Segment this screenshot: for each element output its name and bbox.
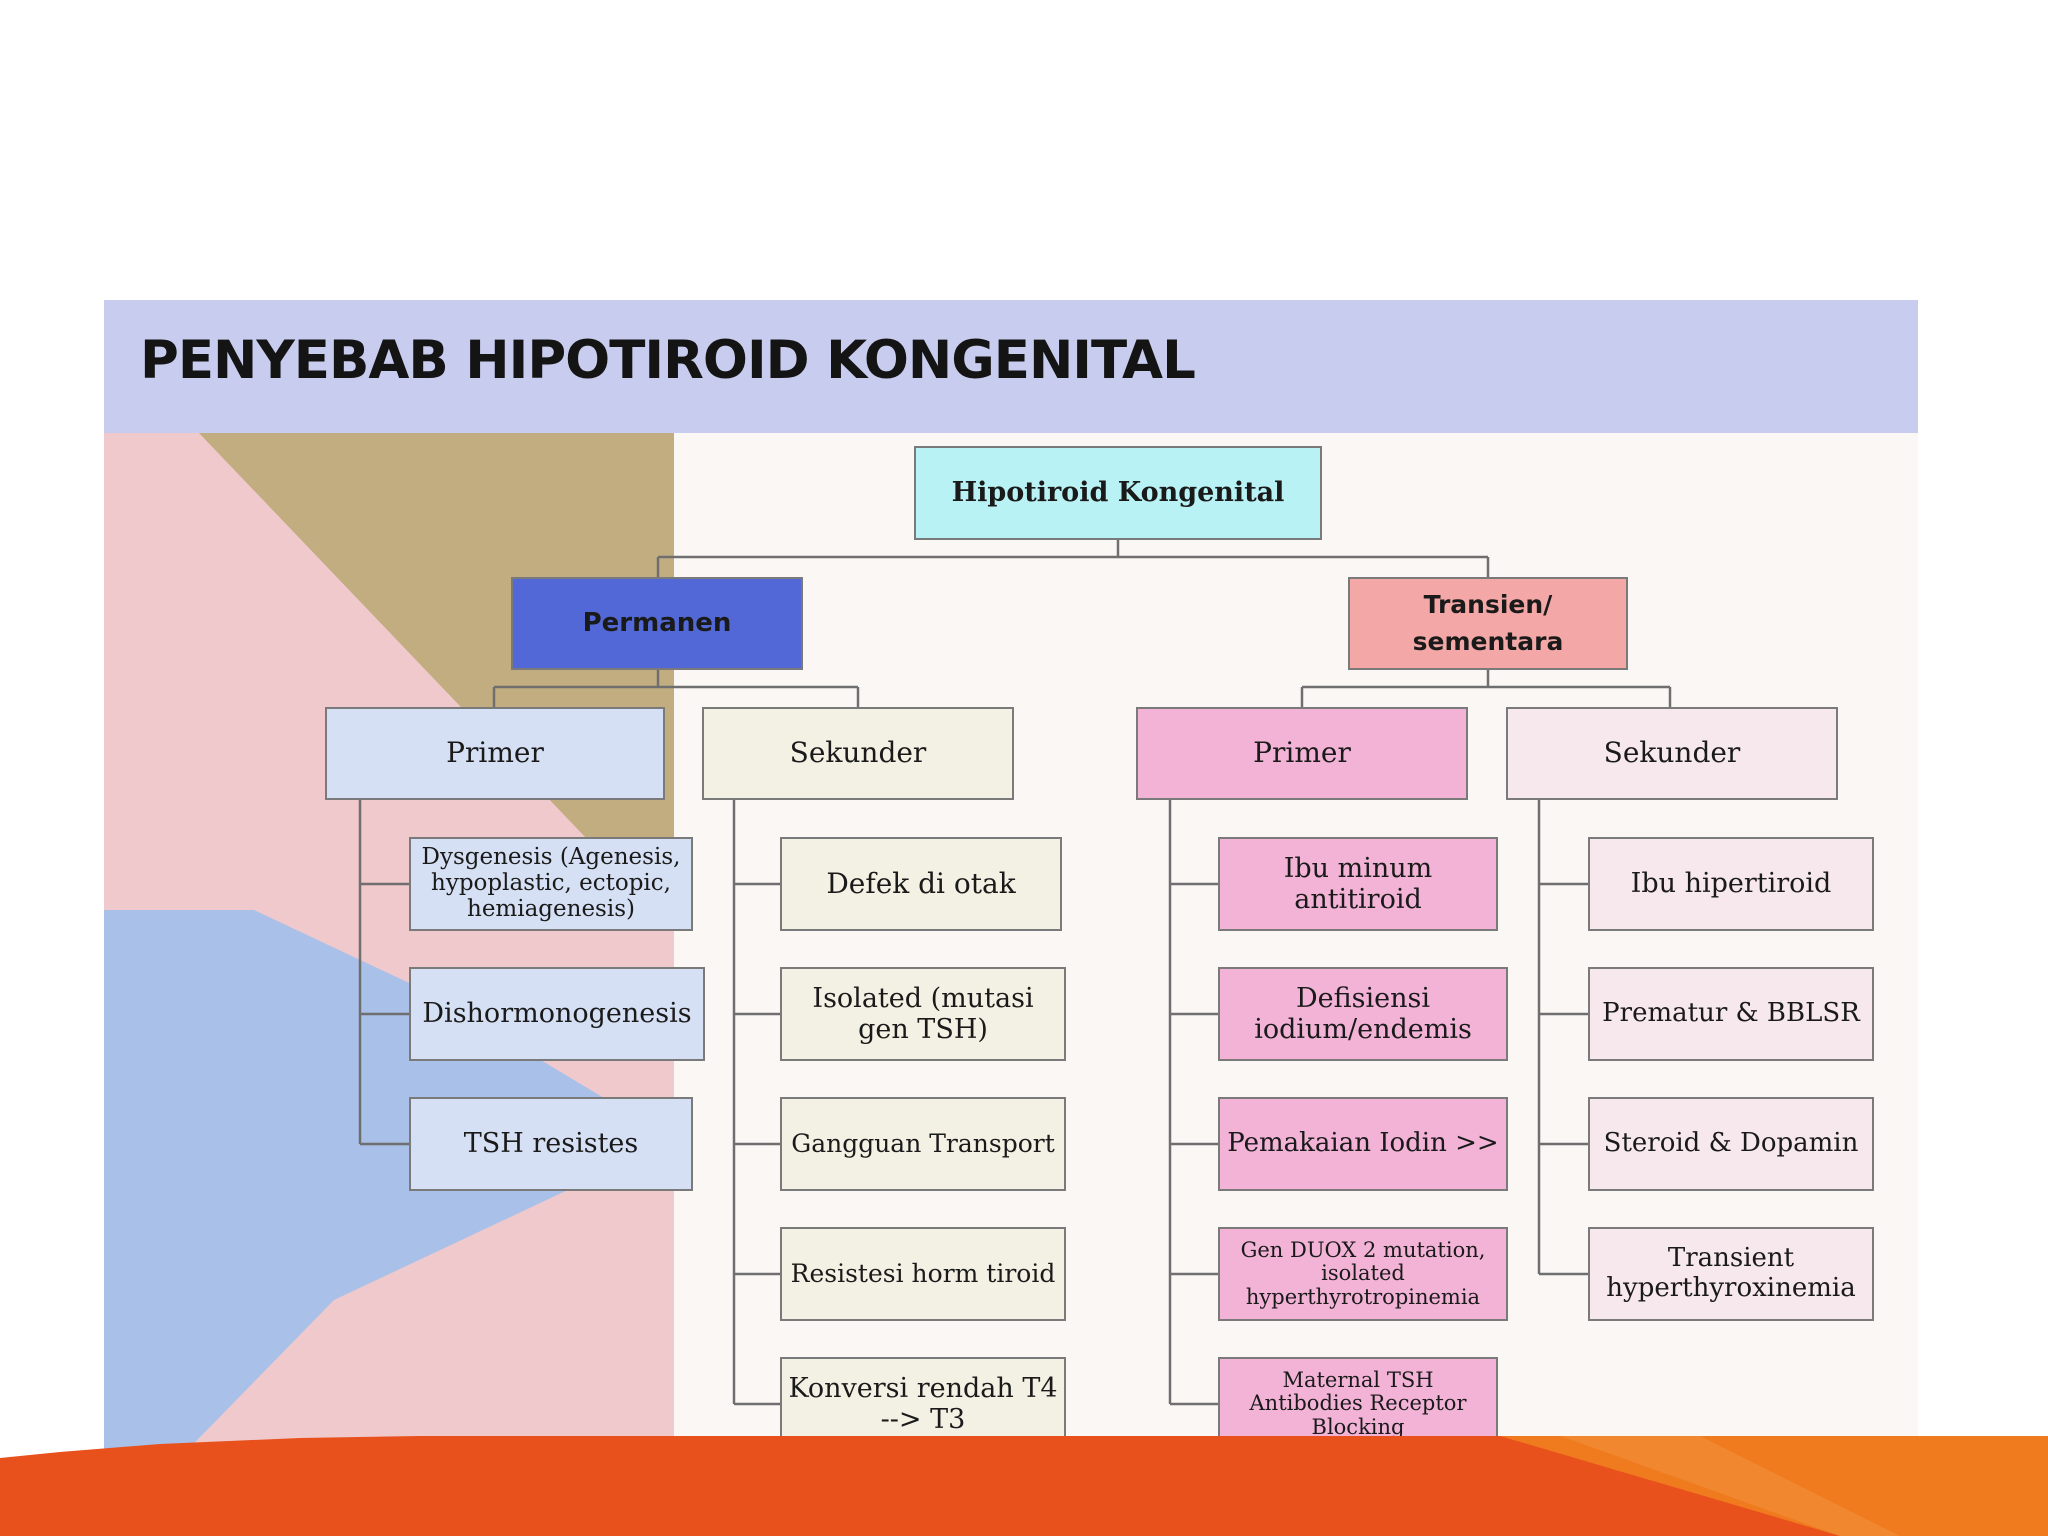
permanen-primer-label: Primer	[446, 736, 544, 770]
root-node-label: Hipotiroid Kongenital	[951, 477, 1285, 509]
leaf-label: Prematur & BBLSR	[1602, 998, 1860, 1029]
leaf-node: Gen DUOX 2 mutation, isolated hyperthyro…	[1218, 1227, 1508, 1321]
leaf-label: Defek di otak	[826, 866, 1016, 900]
leaf-label: Resistesi horm tiroid	[790, 1258, 1056, 1288]
leaf-label: Maternal TSH Antibodies Receptor Blockin…	[1249, 1367, 1467, 1439]
leaf-label: Isolated (mutasi gen TSH)	[812, 982, 1034, 1045]
leaf-node: Ibu minum antitiroid	[1218, 837, 1498, 931]
leaf-node: Defek di otak	[780, 837, 1062, 931]
transien-node: Transien/ sementara	[1348, 577, 1628, 670]
leaf-node: Resistesi horm tiroid	[780, 1227, 1066, 1321]
slide-title: PENYEBAB HIPOTIROID KONGENITAL	[140, 330, 1196, 391]
content-panel: PENYEBAB HIPOTIROID KONGENITAL	[104, 300, 1918, 1474]
leaf-node: Dysgenesis (Agenesis, hypoplastic, ectop…	[409, 837, 693, 931]
leaf-node: Konversi rendah T4 --> T3	[780, 1357, 1066, 1451]
transien-sekunder-label: Sekunder	[1603, 736, 1741, 770]
leaf-node: Maternal TSH Antibodies Receptor Blockin…	[1218, 1357, 1498, 1451]
leaf-label: Dysgenesis (Agenesis, hypoplastic, ectop…	[421, 844, 681, 922]
permanen-sekunder-label: Sekunder	[789, 736, 927, 770]
leaf-node: TSH resistes	[409, 1097, 693, 1191]
leaf-label: Transient hyperthyroxinemia	[1606, 1243, 1856, 1303]
leaf-label: Steroid & Dopamin	[1603, 1128, 1859, 1159]
tree-connectors	[358, 540, 1672, 1406]
leaf-label: Ibu hipertiroid	[1630, 868, 1832, 900]
leaf-label: Konversi rendah T4 --> T3	[788, 1372, 1058, 1435]
leaf-node: Steroid & Dopamin	[1588, 1097, 1874, 1191]
permanen-label: Permanen	[582, 607, 732, 638]
leaf-label: Pemakaian Iodin >>	[1227, 1128, 1499, 1159]
bottom-accent-bar	[0, 1436, 2048, 1536]
leaf-label: Gangguan Transport	[791, 1128, 1055, 1158]
leaf-node: Ibu hipertiroid	[1588, 837, 1874, 931]
leaf-label: Defisiensi iodium/endemis	[1254, 982, 1472, 1045]
leaf-label: TSH resistes	[463, 1128, 639, 1160]
leaf-node: Prematur & BBLSR	[1588, 967, 1874, 1061]
title-band: PENYEBAB HIPOTIROID KONGENITAL	[104, 300, 1918, 433]
leaf-node: Defisiensi iodium/endemis	[1218, 967, 1508, 1061]
root-node: Hipotiroid Kongenital	[914, 446, 1322, 540]
transien-primer-label: Primer	[1253, 736, 1351, 770]
leaf-node: Transient hyperthyroxinemia	[1588, 1227, 1874, 1321]
permanen-node: Permanen	[511, 577, 803, 670]
leaf-node: Dishormonogenesis	[409, 967, 705, 1061]
leaf-label: Ibu minum antitiroid	[1283, 852, 1433, 915]
transien-primer-node: Primer	[1136, 707, 1468, 800]
transien-sekunder-node: Sekunder	[1506, 707, 1838, 800]
permanen-sekunder-node: Sekunder	[702, 707, 1014, 800]
leaf-label: Dishormonogenesis	[422, 998, 692, 1030]
leaf-node: Gangguan Transport	[780, 1097, 1066, 1191]
leaf-node: Isolated (mutasi gen TSH)	[780, 967, 1066, 1061]
permanen-primer-node: Primer	[325, 707, 665, 800]
leaf-label: Gen DUOX 2 mutation, isolated hyperthyro…	[1240, 1237, 1486, 1309]
leaf-node: Pemakaian Iodin >>	[1218, 1097, 1508, 1191]
transien-label: Transien/ sementara	[1412, 590, 1564, 656]
